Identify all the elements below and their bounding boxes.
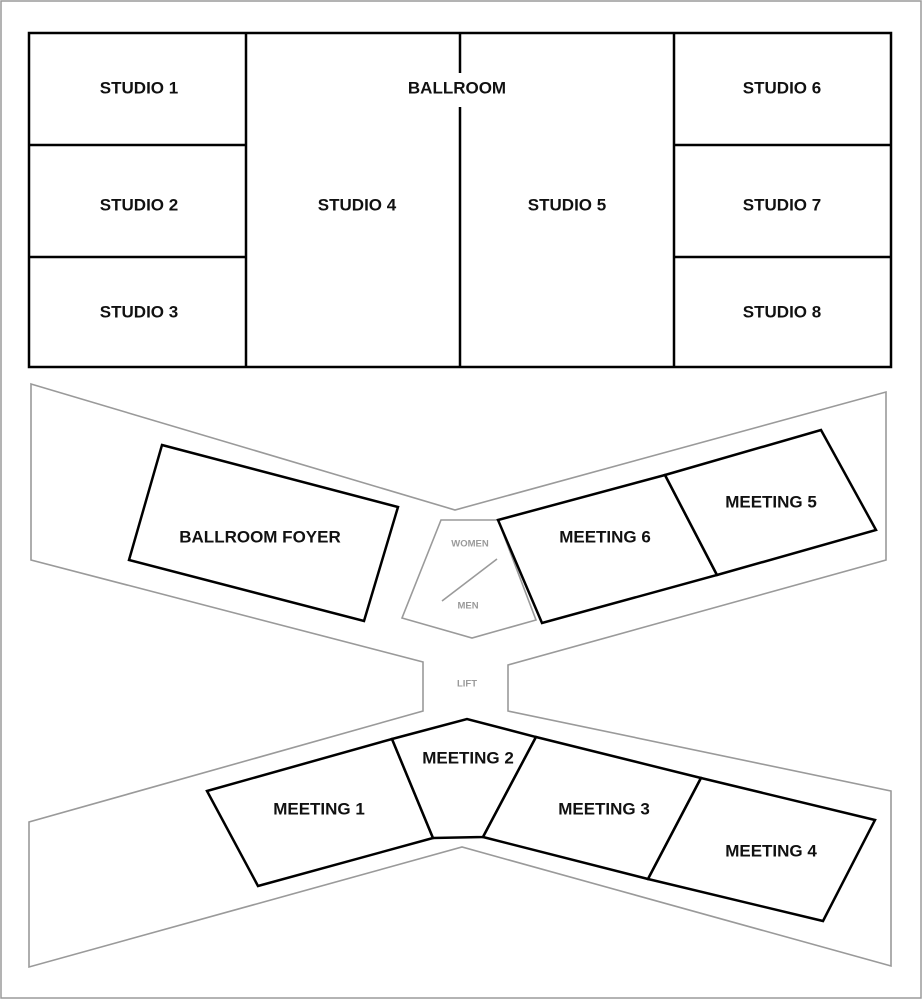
restroom-divider (441, 558, 498, 602)
lower-level: WOMEN MEN LIFT BALLROOM FOYER MEETING 6 … (28, 382, 892, 969)
ballroom-label: BALLROOM (408, 78, 506, 97)
meeting-5-label: MEETING 5 (725, 492, 817, 511)
men-restroom-label: MEN (457, 601, 478, 612)
meeting-2-label: MEETING 2 (422, 748, 514, 767)
studio-2-label: STUDIO 2 (100, 195, 178, 214)
studio-8-label: STUDIO 8 (743, 302, 821, 321)
studio-3-label: STUDIO 3 (100, 302, 178, 321)
meeting-5 (663, 428, 878, 577)
upper-level: STUDIO 1 STUDIO 2 STUDIO 3 BALLROOM STUD… (27, 31, 893, 369)
lift-label: LIFT (457, 679, 477, 690)
ballroom-foyer-label: BALLROOM FOYER (179, 527, 341, 546)
meeting-4-label: MEETING 4 (725, 841, 817, 860)
meeting-1-label: MEETING 1 (273, 799, 365, 818)
studio-6-label: STUDIO 6 (743, 78, 821, 97)
studio-5-label: STUDIO 5 (528, 195, 606, 214)
meeting-3-label: MEETING 3 (558, 799, 650, 818)
restroom-block (400, 519, 538, 639)
ballroom-foyer (127, 443, 400, 623)
studio-7-label: STUDIO 7 (743, 195, 821, 214)
women-restroom-label: WOMEN (451, 539, 489, 550)
studio-1-label: STUDIO 1 (100, 78, 178, 97)
meeting-6-label: MEETING 6 (559, 527, 651, 546)
studio-4-label: STUDIO 4 (318, 195, 397, 214)
meeting-4 (646, 776, 877, 923)
